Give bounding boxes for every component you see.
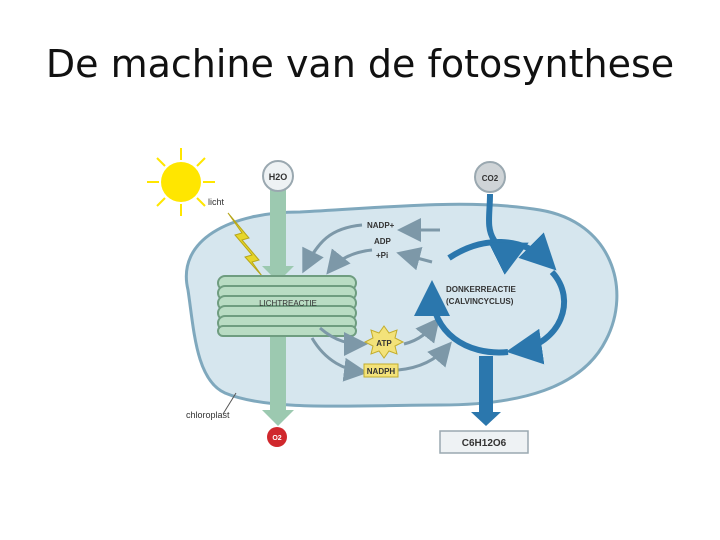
nadph-label: NADPH [367, 367, 396, 376]
nadp-label: NADP+ [367, 221, 395, 230]
co2-label: CO2 [482, 174, 499, 183]
dark-reaction-label: DONKERREACTIE [446, 285, 516, 294]
glucose-label: C6H12O6 [462, 438, 507, 449]
pi-label: +Pi [376, 251, 388, 260]
light-label: licht [208, 197, 225, 207]
chloroplast-label: chloroplast [186, 410, 230, 420]
atp-label: ATP [376, 339, 392, 348]
light-reaction-label: LICHTREACTIE [259, 299, 317, 308]
oxygen-label: O2 [272, 435, 281, 442]
calvin-cycle-label: (CALVINCYCLUS) [446, 297, 514, 306]
water-label: H2O [269, 172, 288, 182]
adp-label: ADP [374, 237, 392, 246]
sun-icon [147, 148, 215, 216]
